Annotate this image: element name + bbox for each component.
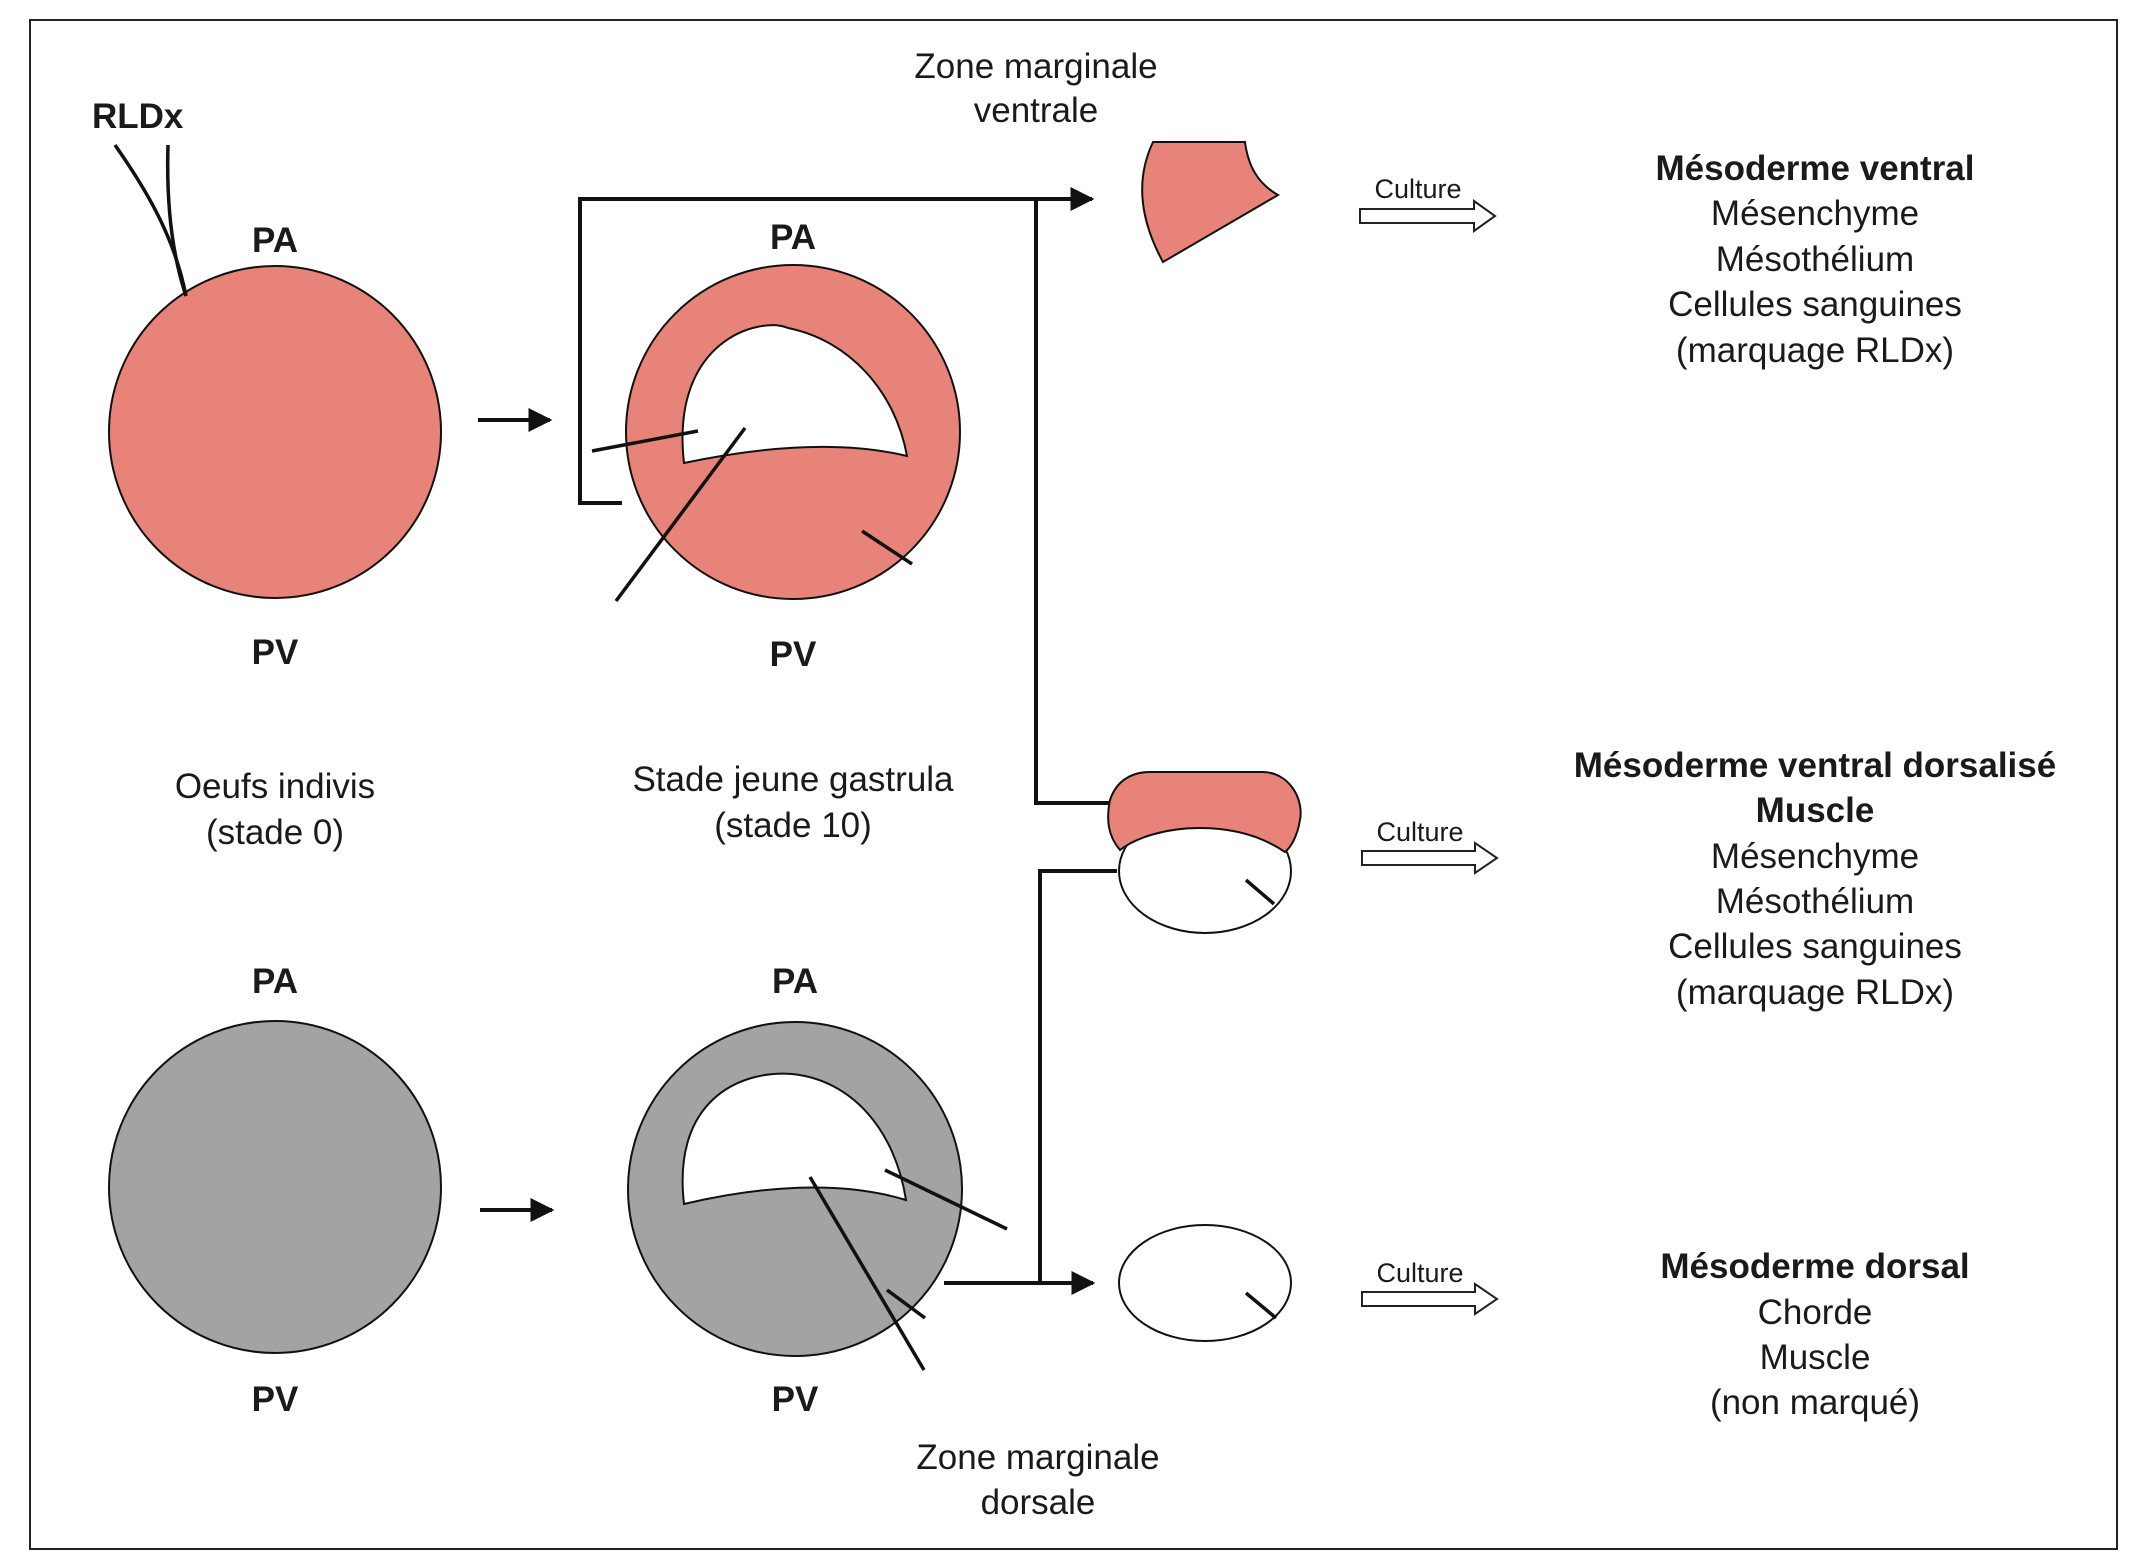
bracket-ventral — [578, 187, 1095, 505]
pv-label: PV — [772, 1380, 819, 1419]
labelled-gastrula: PA PV — [591, 218, 961, 674]
result-ventral-item: Mésenchyme — [1711, 194, 1919, 233]
pa-label: PA — [252, 962, 298, 1001]
result-dorsal-title: Mésoderme dorsal — [1660, 1247, 1969, 1286]
zone-ventral-label: Zone marginale — [914, 47, 1157, 86]
cut-line — [1244, 1291, 1278, 1320]
cut-line — [808, 1176, 926, 1371]
unlabelled-gastrula: PA PV — [627, 962, 1008, 1419]
injection-needle — [113, 143, 188, 297]
result-dorsal-item: Chorde — [1758, 1293, 1873, 1332]
result-ventral-item: Mésothélium — [1716, 240, 1914, 279]
figure-frame — [29, 19, 2118, 1550]
result-dorsal-item: (non marqué) — [1710, 1383, 1920, 1422]
pa-label: PA — [770, 218, 816, 257]
culture-label: Culture — [1374, 174, 1461, 204]
pv-label: PV — [770, 635, 817, 674]
connector-to-recombinant — [1034, 199, 1117, 805]
egg-pink — [108, 265, 442, 599]
cut-line — [591, 429, 699, 453]
ventral-explant — [1141, 141, 1281, 264]
labelled-egg: RLDx PA PV — [92, 97, 442, 672]
cut-line — [614, 426, 747, 603]
result-dorsalized-item: Mésothélium — [1716, 882, 1914, 921]
connector-dorsal-up — [1038, 869, 1117, 1283]
result-ventral-item: (marquage RLDx) — [1676, 331, 1954, 370]
zone-dorsal-label: dorsale — [981, 1483, 1096, 1522]
cut-line — [884, 1168, 1008, 1231]
culture-arrow — [1361, 1282, 1499, 1316]
gastrula-stage-label: Stade jeune gastrula — [632, 760, 954, 799]
result-dorsalized-item: Mésenchyme — [1711, 837, 1919, 876]
culture-arrow — [1359, 199, 1497, 233]
cut-line — [885, 1288, 927, 1320]
zone-ventral-label: ventrale — [974, 91, 1099, 130]
result-dorsalized-item: (marquage RLDx) — [1676, 973, 1954, 1012]
eggs-stage-label: Oeufs indivis — [175, 767, 375, 806]
recombinant-pink — [1107, 771, 1302, 854]
pa-label: PA — [252, 221, 298, 260]
eggs-stage-label: (stade 0) — [206, 813, 344, 852]
result-ventral-item: Cellules sanguines — [1668, 285, 1962, 324]
result-ventral-title: Mésoderme ventral — [1655, 149, 1974, 188]
culture-label: Culture — [1376, 817, 1463, 847]
culture-label: Culture — [1376, 1258, 1463, 1288]
result-dorsalized-title: Muscle — [1756, 791, 1875, 830]
result-dorsalized-title: Mésoderme ventral dorsalisé — [1574, 746, 2056, 785]
injection-needle — [165, 144, 188, 297]
culture-arrow — [1361, 841, 1499, 875]
gastrula-gray — [627, 1021, 963, 1357]
cut-line — [1244, 878, 1276, 906]
dorsal-explant — [1118, 1224, 1292, 1342]
recombinant — [1107, 771, 1302, 934]
gastrula-stage-label: (stade 10) — [714, 806, 872, 845]
rldx-label: RLDx — [92, 97, 184, 136]
pv-label: PV — [252, 1380, 299, 1419]
pv-label: PV — [252, 633, 299, 672]
blastocoel — [681, 324, 909, 465]
pa-label: PA — [772, 962, 818, 1001]
egg-gray — [108, 1020, 442, 1354]
blastocoel — [681, 1072, 908, 1206]
result-dorsalized-item: Cellules sanguines — [1668, 927, 1962, 966]
result-dorsal-item: Muscle — [1760, 1338, 1871, 1377]
unlabelled-egg: PA PV — [108, 962, 442, 1419]
zone-dorsal-label: Zone marginale — [916, 1438, 1159, 1477]
cut-line — [861, 529, 913, 566]
